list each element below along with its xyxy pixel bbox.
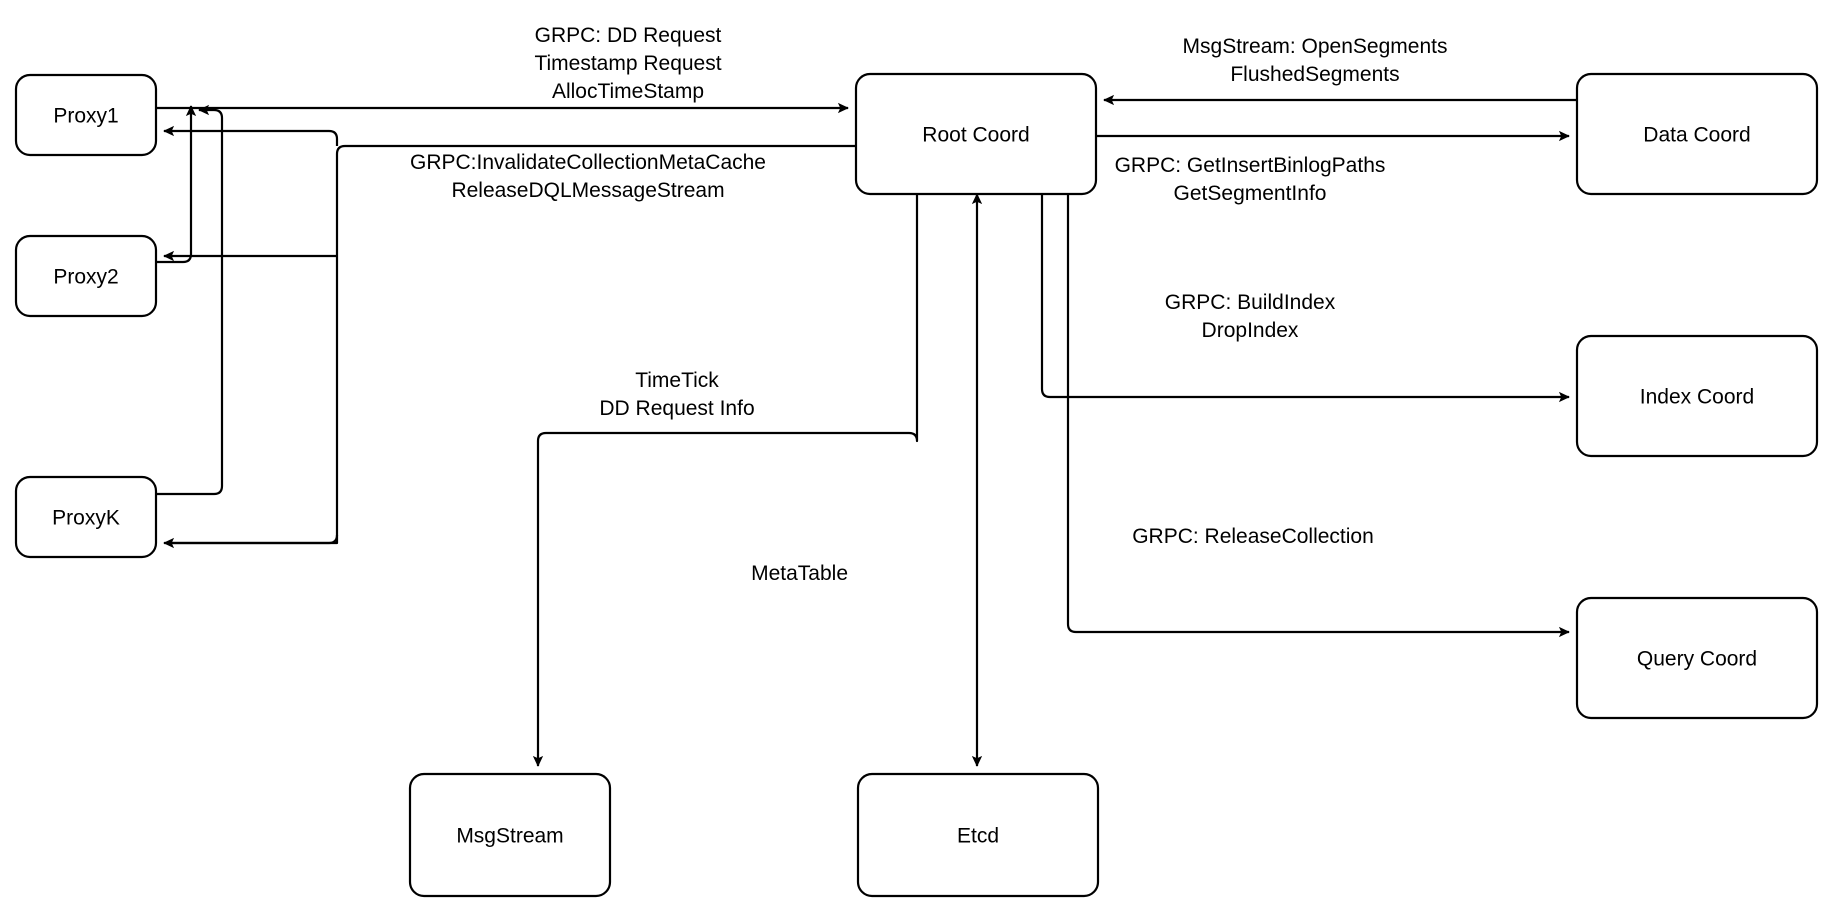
node-proxy2-label: Proxy2 xyxy=(53,266,118,289)
edge-label-line-2: DropIndex xyxy=(1202,319,1299,342)
edge-label-line-2: DD Request Info xyxy=(599,397,754,420)
node-rootcoord[interactable]: Root Coord xyxy=(854,72,1098,196)
edge-label-rootcoord-to-querycoord: GRPC: ReleaseCollection xyxy=(1132,525,1374,548)
edge-rootcoord-to-querycoord xyxy=(1066,194,1570,638)
node-rootcoord-shape[interactable] xyxy=(854,72,1098,196)
node-msgstream-shape[interactable] xyxy=(408,772,612,898)
edge-label-line-1: MsgStream: OpenSegments xyxy=(1183,35,1448,58)
node-proxy2[interactable]: Proxy2 xyxy=(14,234,158,318)
node-proxyk-shape[interactable] xyxy=(14,475,158,559)
edge-label-line-3: AllocTimeStamp xyxy=(552,80,704,103)
edge-label-line-2: ReleaseDQLMessageStream xyxy=(451,179,724,202)
node-datacoord-shape[interactable] xyxy=(1575,72,1819,196)
node-etcd-shape[interactable] xyxy=(856,772,1100,898)
node-etcd[interactable]: Etcd xyxy=(856,772,1100,898)
node-msgstream[interactable]: MsgStream xyxy=(408,772,612,898)
node-indexcoord[interactable]: Index Coord xyxy=(1575,334,1819,458)
edge-label-line-1: GRPC:InvalidateCollectionMetaCache xyxy=(410,151,766,174)
node-etcd-label: Etcd xyxy=(957,825,999,848)
node-querycoord[interactable]: Query Coord xyxy=(1575,596,1819,720)
node-proxy1-label: Proxy1 xyxy=(53,105,118,128)
edge-rootcoord-to-proxy-bus xyxy=(172,144,856,545)
node-msgstream-label: MsgStream xyxy=(456,825,563,848)
node-proxy1[interactable]: Proxy1 xyxy=(14,73,158,157)
edge-label-datacoord-to-rootcoord: MsgStream: OpenSegments FlushedSegments xyxy=(1183,35,1448,86)
edge-proxyk-to-riser xyxy=(156,104,224,496)
edge-label-line-2: FlushedSegments xyxy=(1230,63,1399,86)
edge-label-rootcoord-to-proxies: GRPC:InvalidateCollectionMetaCache Relea… xyxy=(410,151,766,202)
edge-label-line-1: GRPC: DD Request xyxy=(535,24,722,47)
edge-label-line-1: MetaTable xyxy=(751,562,848,585)
edge-label-line-2: GetSegmentInfo xyxy=(1174,182,1327,205)
edge-label-line-1: TimeTick xyxy=(635,369,719,392)
node-querycoord-label: Query Coord xyxy=(1637,648,1757,671)
node-datacoord-label: Data Coord xyxy=(1643,124,1750,147)
edge-label-line-1: GRPC: ReleaseCollection xyxy=(1132,525,1374,548)
edge-proxy2-to-riser xyxy=(156,105,197,264)
edge-rootcoord-to-indexcoord xyxy=(1040,193,1570,403)
edge-label-line-2: Timestamp Request xyxy=(534,52,721,75)
edge-rootcoord-to-msgstream xyxy=(532,194,919,767)
node-proxyk-label: ProxyK xyxy=(52,507,120,530)
node-indexcoord-label: Index Coord xyxy=(1640,386,1754,409)
edge-label-rootcoord-etcd-metatable: MetaTable xyxy=(751,562,848,585)
node-datacoord[interactable]: Data Coord xyxy=(1575,72,1819,196)
edge-label-line-1: GRPC: GetInsertBinlogPaths xyxy=(1115,154,1386,177)
node-rootcoord-label: Root Coord xyxy=(922,124,1029,147)
edge-label-rootcoord-to-datacoord: GRPC: GetInsertBinlogPaths GetSegmentInf… xyxy=(1115,154,1386,205)
edge-rootcoord-to-proxy1 xyxy=(163,125,339,146)
node-proxy2-shape[interactable] xyxy=(14,234,158,318)
edge-label-line-1: GRPC: BuildIndex xyxy=(1165,291,1336,314)
node-querycoord-shape[interactable] xyxy=(1575,596,1819,720)
edge-label-rootcoord-to-indexcoord: GRPC: BuildIndex DropIndex xyxy=(1165,291,1336,342)
edge-label-proxy-to-rootcoord: GRPC: DD Request Timestamp Request Alloc… xyxy=(534,24,721,103)
node-proxy1-shape[interactable] xyxy=(14,73,158,157)
edge-rootcoord-to-proxyk xyxy=(163,535,339,549)
node-proxyk[interactable]: ProxyK xyxy=(14,475,158,559)
edge-label-rootcoord-to-msgstream: TimeTick DD Request Info xyxy=(599,369,754,420)
node-indexcoord-shape[interactable] xyxy=(1575,334,1819,458)
